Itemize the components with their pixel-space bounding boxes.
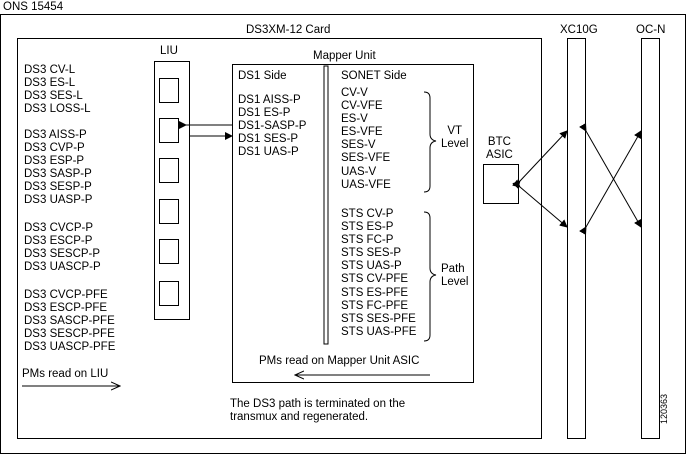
path-level-brace bbox=[423, 211, 437, 342]
sts-pm-item: STS ES-PFE bbox=[341, 286, 409, 299]
card-label: DS3XM-12 Card bbox=[246, 24, 331, 36]
liu-block bbox=[154, 61, 190, 320]
liu-port-3 bbox=[159, 158, 179, 183]
sonet-side-title: SONET Side bbox=[341, 70, 407, 82]
liu-pms-note: PMs read on LIU bbox=[22, 368, 109, 380]
ds3-line-pm-list: DS3 CV-L DS3 ES-L DS3 SES-L DS3 LOSS-L bbox=[24, 64, 90, 116]
sts-pm-list: STS CV-P STS ES-P STS FC-P STS SES-P STS… bbox=[341, 208, 416, 339]
sts-pm-item: STS UAS-P bbox=[341, 260, 402, 273]
liu-label: LIU bbox=[160, 45, 178, 57]
btc-label-line1: BTC bbox=[487, 136, 511, 148]
ds3-path-pm-list: DS3 AISS-P DS3 CVP-P DS3 ESP-P DS3 SASP-… bbox=[24, 129, 92, 208]
path-level-line1: Path bbox=[441, 263, 465, 275]
pm-item: DS3 SES-L bbox=[24, 90, 83, 103]
pm-item: DS3 SESCP-PFE bbox=[24, 328, 115, 341]
vt-pm-item: SES-V bbox=[341, 139, 376, 152]
vt-pm-item: ES-V bbox=[341, 113, 368, 126]
ds3-cpbit-pm-list: DS3 CVCP-P DS3 ESCP-P DS3 SESCP-P DS3 UA… bbox=[24, 222, 101, 274]
ds1-side-title: DS1 Side bbox=[238, 70, 287, 82]
vt-pm-item: CV-VFE bbox=[341, 100, 383, 113]
pm-item: DS3 CVCP-P bbox=[24, 222, 94, 234]
xc-to-ocn-cross-2 bbox=[579, 130, 642, 236]
ds1-pm-item: DS1 AISS-P bbox=[238, 94, 301, 106]
vt-level-line1: VT bbox=[447, 125, 463, 137]
btc-to-xc-lower bbox=[512, 179, 568, 228]
pm-item: DS3 AISS-P bbox=[24, 129, 87, 141]
sts-pm-item: STS ES-P bbox=[341, 221, 394, 234]
ds1-pm-item: DS1 SES-P bbox=[238, 133, 299, 146]
vt-pm-item: CV-V bbox=[341, 87, 368, 99]
pm-item: DS3 SASP-P bbox=[24, 168, 92, 181]
footnote-line2: transmux and regenerated. bbox=[230, 411, 369, 423]
liu-port-5 bbox=[159, 239, 179, 264]
mapper-divider bbox=[323, 65, 329, 345]
pm-item: DS3 LOSS-L bbox=[24, 103, 91, 116]
vt-pm-item: UAS-VFE bbox=[341, 178, 391, 191]
sts-pm-item: STS SES-PFE bbox=[341, 312, 416, 325]
ds1-pm-list: DS1 AISS-P DS1 ES-P DS1-SASP-P DS1 SES-P… bbox=[238, 94, 306, 159]
mapper-pms-note: PMs read on Mapper Unit ASIC bbox=[259, 355, 420, 367]
ds1-pm-item: DS1-SASP-P bbox=[238, 120, 307, 133]
pm-item: DS3 UASCP-P bbox=[24, 261, 101, 274]
pm-item: DS3 CVP-P bbox=[24, 142, 85, 155]
pm-item: DS3 UASP-P bbox=[24, 194, 93, 207]
pm-item: DS3 ESCP-PFE bbox=[24, 302, 108, 315]
vt-level-line2: Level bbox=[441, 138, 469, 150]
ds1-pm-item: DS1 UAS-P bbox=[238, 146, 299, 159]
path-level-label: Path Level bbox=[441, 263, 469, 289]
liu-port-6 bbox=[159, 281, 179, 306]
vt-pm-item: UAS-V bbox=[341, 165, 377, 178]
pm-item: DS3 SESP-P bbox=[24, 181, 92, 194]
vt-level-label: VT Level bbox=[441, 125, 469, 151]
pm-item: DS3 ESCP-P bbox=[24, 235, 93, 248]
sts-pm-item: STS SES-P bbox=[341, 247, 402, 260]
liu-port-4 bbox=[159, 199, 179, 224]
sts-pm-item: STS CV-PFE bbox=[341, 273, 409, 286]
btc-asic-label: BTC ASIC bbox=[486, 136, 513, 162]
sts-pm-item: STS CV-P bbox=[341, 208, 394, 220]
ds1-pm-item: DS1 ES-P bbox=[238, 107, 291, 120]
path-level-line2: Level bbox=[441, 276, 469, 288]
liu-port-2 bbox=[159, 118, 179, 143]
vt-level-brace bbox=[423, 91, 437, 193]
sts-pm-item: STS FC-PFE bbox=[341, 299, 409, 312]
mapper-unit bbox=[232, 64, 474, 383]
footnote: The DS3 path is terminated on the transm… bbox=[230, 398, 405, 424]
sts-pm-item: STS FC-P bbox=[341, 234, 394, 247]
ocn-label: OC-N bbox=[636, 24, 666, 36]
ons-title: ONS 15454 bbox=[3, 1, 64, 13]
ds3-far-end-pm-list: DS3 CVCP-PFE DS3 ESCP-PFE DS3 SASCP-PFE … bbox=[24, 289, 115, 354]
vt-pm-item: SES-VFE bbox=[341, 152, 391, 165]
xc10g-label: XC10G bbox=[560, 24, 598, 36]
footnote-line1: The DS3 path is terminated on the bbox=[230, 398, 406, 410]
sts-pm-item: STS UAS-PFE bbox=[341, 325, 417, 338]
pm-item: DS3 UASCP-PFE bbox=[24, 341, 116, 354]
pm-item: DS3 CVCP-PFE bbox=[24, 289, 108, 301]
pm-item: DS3 ES-L bbox=[24, 77, 76, 90]
btc-to-xc-upper bbox=[512, 130, 568, 189]
mapper-label: Mapper Unit bbox=[313, 50, 376, 62]
vt-pm-item: ES-VFE bbox=[341, 126, 383, 139]
pm-item: DS3 SASCP-PFE bbox=[24, 315, 115, 328]
liu-port-1 bbox=[159, 78, 179, 103]
vt-pm-list: CV-V CV-VFE ES-V ES-VFE SES-V SES-VFE UA… bbox=[341, 87, 391, 192]
pm-item: DS3 SESCP-P bbox=[24, 248, 101, 261]
btc-label-line2: ASIC bbox=[486, 149, 513, 161]
pm-item: DS3 CV-L bbox=[24, 64, 76, 76]
pm-item: DS3 ESP-P bbox=[24, 155, 85, 168]
ocn-card bbox=[641, 38, 660, 439]
